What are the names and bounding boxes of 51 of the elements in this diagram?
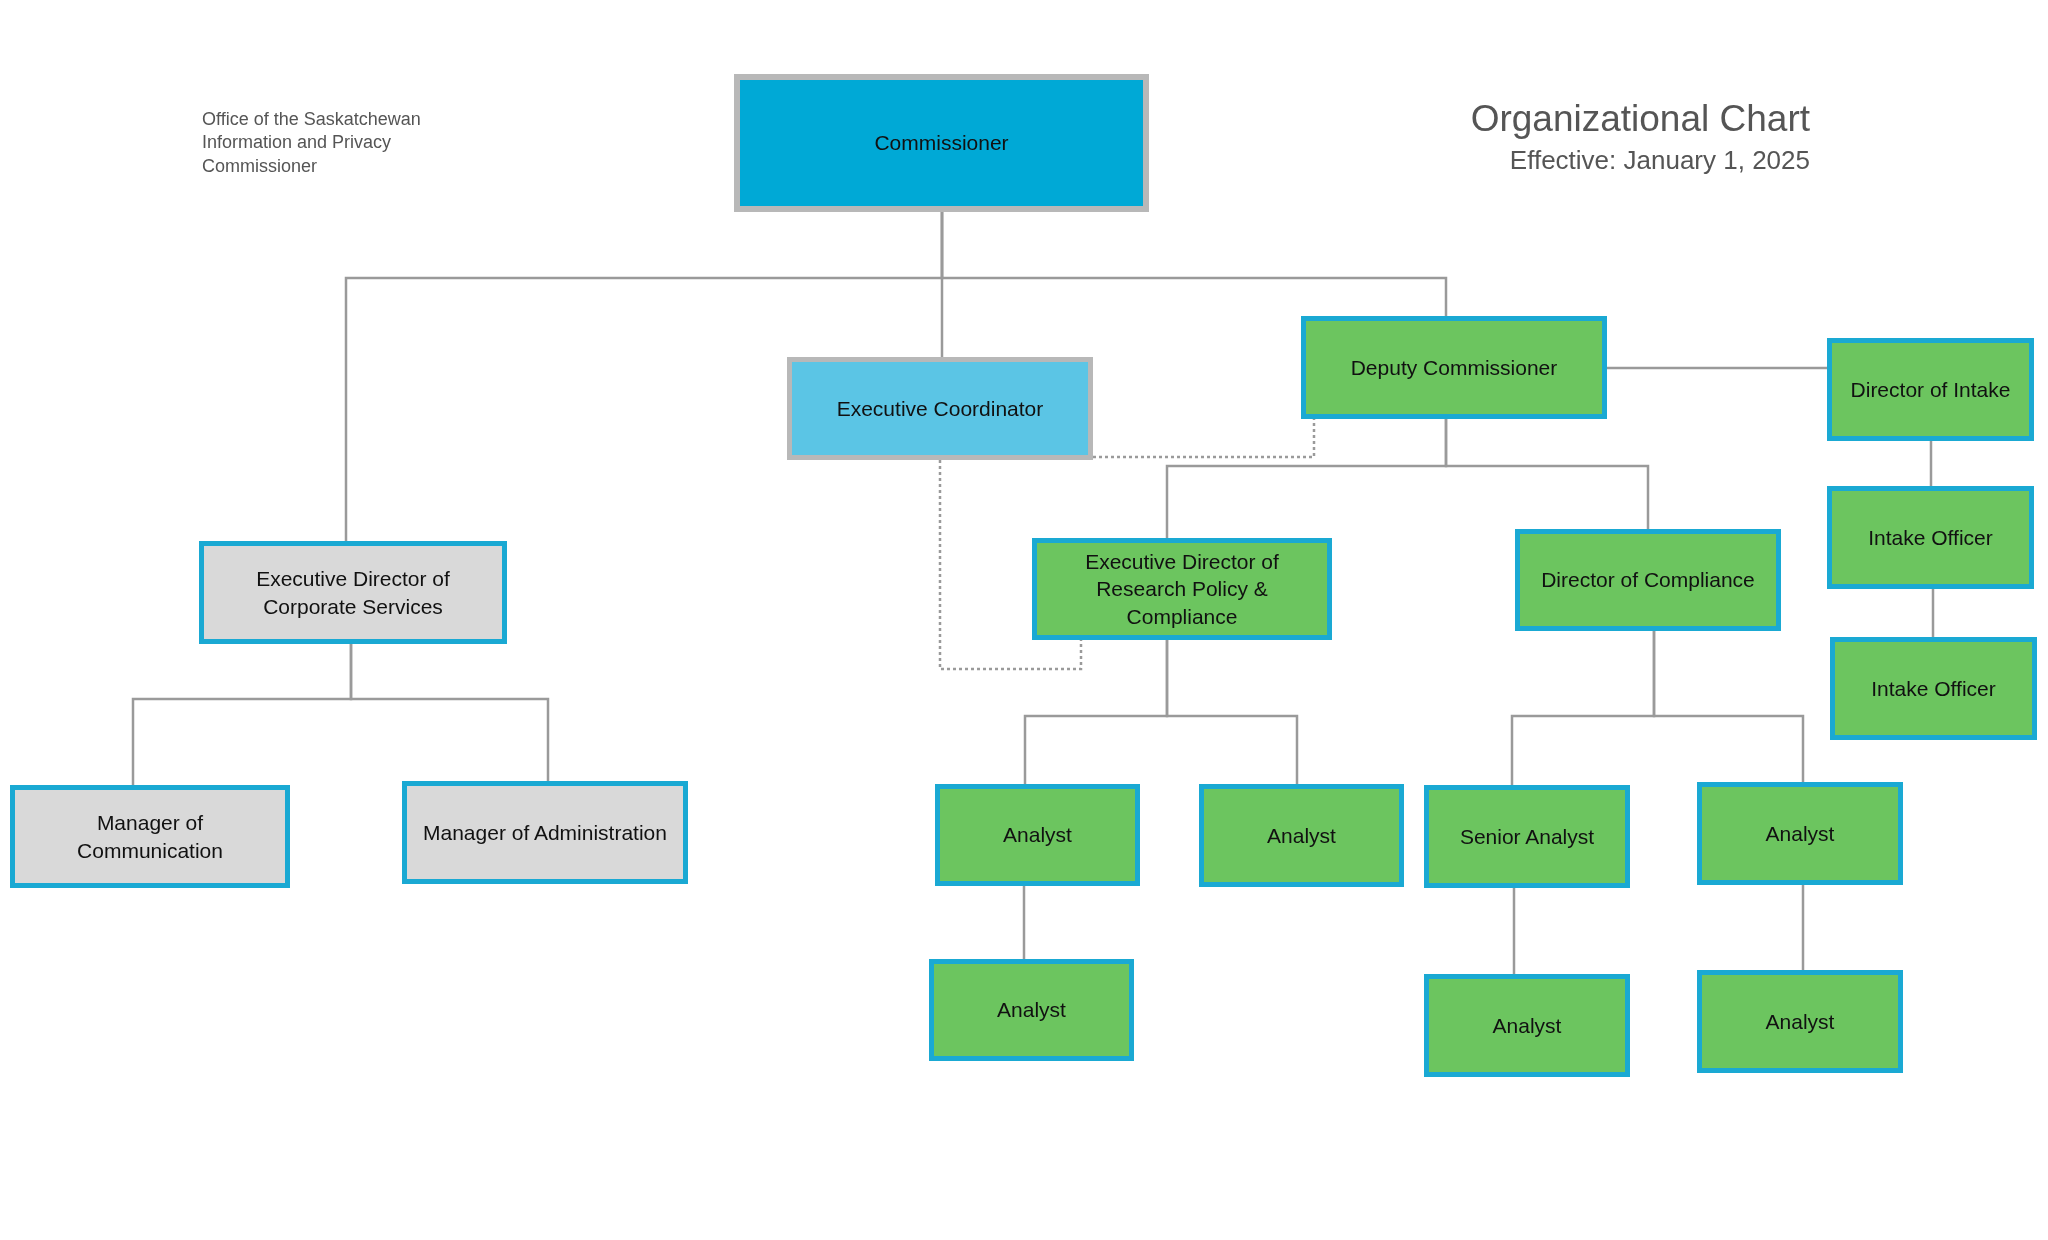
position-box [929,959,1134,1061]
position-title: Senior Analyst [1459,823,1595,850]
connector-line [1165,640,1299,784]
position-box [1830,637,2037,740]
position-box [402,781,688,884]
position-title: Executive Director of Corporate Services [255,566,451,620]
effective-date: Effective: January 1, 2025 [1509,145,1810,176]
connector-line [1801,885,1805,970]
position-title: Executive Coordinator [836,395,1044,422]
position-box [1424,785,1630,888]
position-box [1032,538,1332,640]
connector-line [1931,589,1935,637]
connector-line [1512,888,1516,974]
position-box [1424,974,1630,1077]
position-box [787,357,1093,460]
position-box [1199,784,1404,887]
position-box [199,541,507,644]
connector-line [1022,886,1026,959]
position-title: Analyst [1765,1008,1835,1035]
position-title: Director of Compliance [1541,567,1755,594]
connector-line [1929,441,1933,486]
connector-line [1444,419,1650,529]
position-title: Manager of Communication [76,810,224,864]
position-box [1697,782,1903,885]
position-title: Executive Director of Research Policy & Compliance [1084,549,1280,630]
position-title: Manager of Administration [423,819,667,846]
position-title: Analyst [1765,820,1835,847]
position-title: Analyst [997,997,1066,1024]
connector-line [349,644,550,781]
position-box [1515,529,1781,631]
dotted-connector [938,460,1083,671]
position-title: Intake Officer [1871,675,1996,702]
position-title: Director of Intake [1850,376,2011,403]
position-title: Analyst [1003,822,1072,849]
connector-line [1607,366,1827,370]
position-title: Analyst [1267,822,1336,849]
chart-title: Organizational Chart [1470,98,1810,140]
position-box [1697,970,1903,1073]
position-box [1827,486,2034,589]
position-box [1301,316,1607,419]
connector-line [940,212,1448,316]
office-name: Office of the Saskatchewan Information and Privacy Commissioner [202,108,422,178]
position-box [734,74,1149,212]
position-title: Intake Officer [1868,524,1993,551]
position-box [10,785,290,888]
connector-line [1652,631,1805,782]
position-box [935,784,1140,886]
position-title: Deputy Commissioner [1350,354,1558,381]
position-box [1827,338,2034,441]
position-title: Analyst [1492,1012,1562,1039]
position-title: Commissioner [874,130,1009,157]
